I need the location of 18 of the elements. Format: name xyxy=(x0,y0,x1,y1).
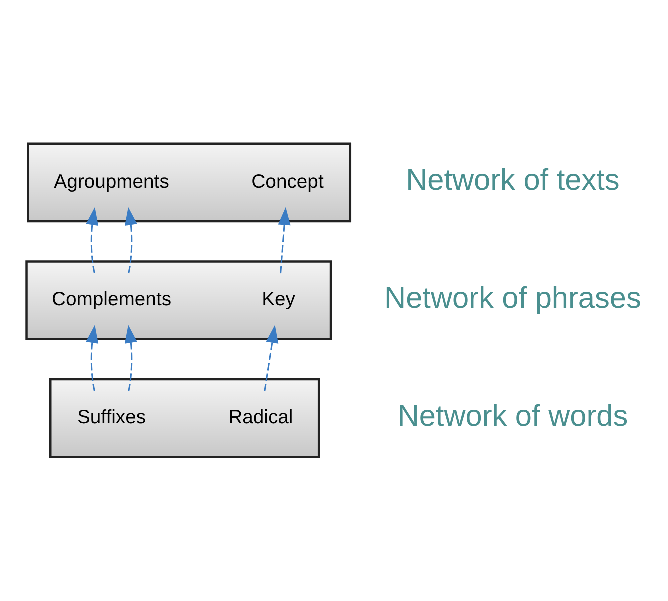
arrow xyxy=(264,325,279,392)
arrow xyxy=(124,325,138,392)
label: Network of words xyxy=(398,400,628,433)
cluster xyxy=(50,378,320,458)
node-text: Concept xyxy=(252,170,324,193)
arrow xyxy=(86,325,99,392)
arrow xyxy=(124,207,138,274)
label: Network of texts xyxy=(406,164,620,198)
node-text: Radical xyxy=(228,406,294,428)
label: Network of phrases xyxy=(384,282,642,315)
cluster xyxy=(27,142,352,223)
node-text: Agroupments xyxy=(54,170,170,193)
node-text: Key xyxy=(262,288,296,311)
node-text: Complements xyxy=(52,288,172,311)
node-text: Suffixes xyxy=(77,406,146,428)
arrow xyxy=(86,207,99,274)
cluster xyxy=(26,260,332,340)
arrow xyxy=(278,207,291,274)
